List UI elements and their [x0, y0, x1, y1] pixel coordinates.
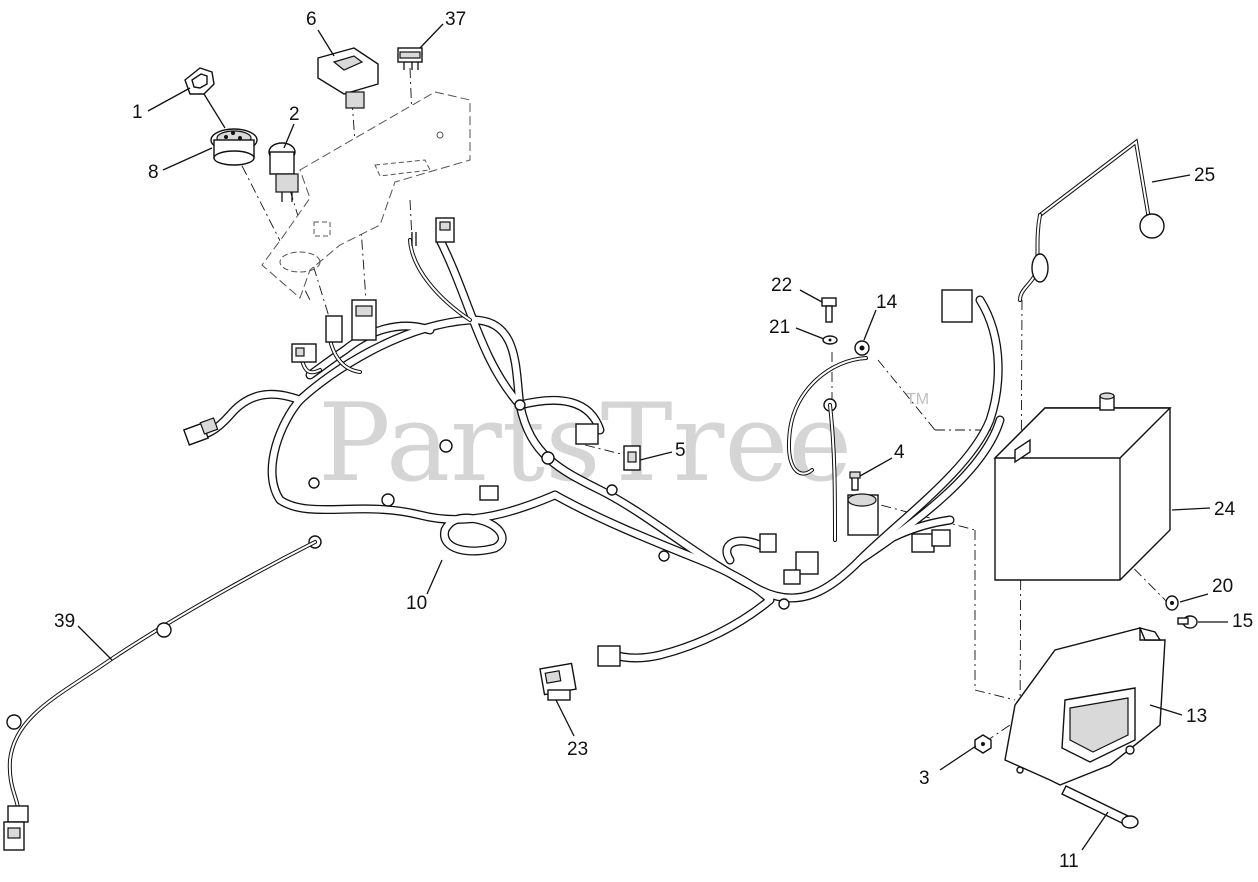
callout-22: 22: [771, 275, 792, 296]
nut-3: [974, 734, 992, 754]
switch-mounting-plate: [261, 91, 471, 299]
battery-hold-down-rod: [1018, 138, 1165, 302]
callout-39: 39: [54, 611, 75, 632]
callout-labels: 1 2 3 4 5 6 8 10 11 13 14 15 20 21 22 23…: [54, 9, 1253, 872]
callout-37: 37: [445, 9, 466, 30]
callout-25: 25: [1194, 165, 1215, 186]
washer-20: [1165, 595, 1179, 611]
callout-2: 2: [289, 104, 300, 125]
key: [184, 67, 226, 129]
callout-4: 4: [894, 442, 905, 463]
callout-14: 14: [876, 292, 898, 313]
hour-meter: [317, 47, 379, 109]
callout-20: 20: [1212, 576, 1233, 597]
callout-13: 13: [1186, 706, 1207, 727]
main-wire-harness: [182, 217, 1005, 667]
connector-23: [539, 662, 577, 701]
washer-21: [822, 335, 838, 345]
callout-15: 15: [1232, 611, 1253, 632]
wire-harness-39: [3, 540, 317, 851]
bolt-22: [821, 297, 837, 323]
callout-6: 6: [306, 9, 317, 30]
callout-8: 8: [148, 162, 159, 183]
screw-4: [849, 471, 861, 491]
battery-cable: [787, 340, 870, 542]
bolt-11: [1061, 785, 1139, 829]
callout-3: 3: [919, 768, 930, 789]
callout-5: 5: [675, 440, 686, 461]
callout-24: 24: [1214, 499, 1236, 520]
watermark: PartsTree TM: [318, 381, 929, 506]
screw-15: [1177, 615, 1198, 629]
battery: [993, 392, 1172, 581]
callout-1: 1: [132, 102, 143, 123]
harness-connectors: [182, 217, 973, 667]
leader-lines: [77, 23, 1228, 851]
callout-23: 23: [567, 739, 588, 760]
battery-tray: [1004, 626, 1166, 786]
ignition-switch: [210, 128, 258, 166]
push-switch: [268, 142, 299, 202]
watermark-tm: TM: [906, 391, 929, 408]
relay: [397, 47, 423, 70]
callout-10: 10: [406, 593, 427, 614]
callout-21: 21: [769, 317, 790, 338]
callout-11: 11: [1059, 851, 1079, 872]
